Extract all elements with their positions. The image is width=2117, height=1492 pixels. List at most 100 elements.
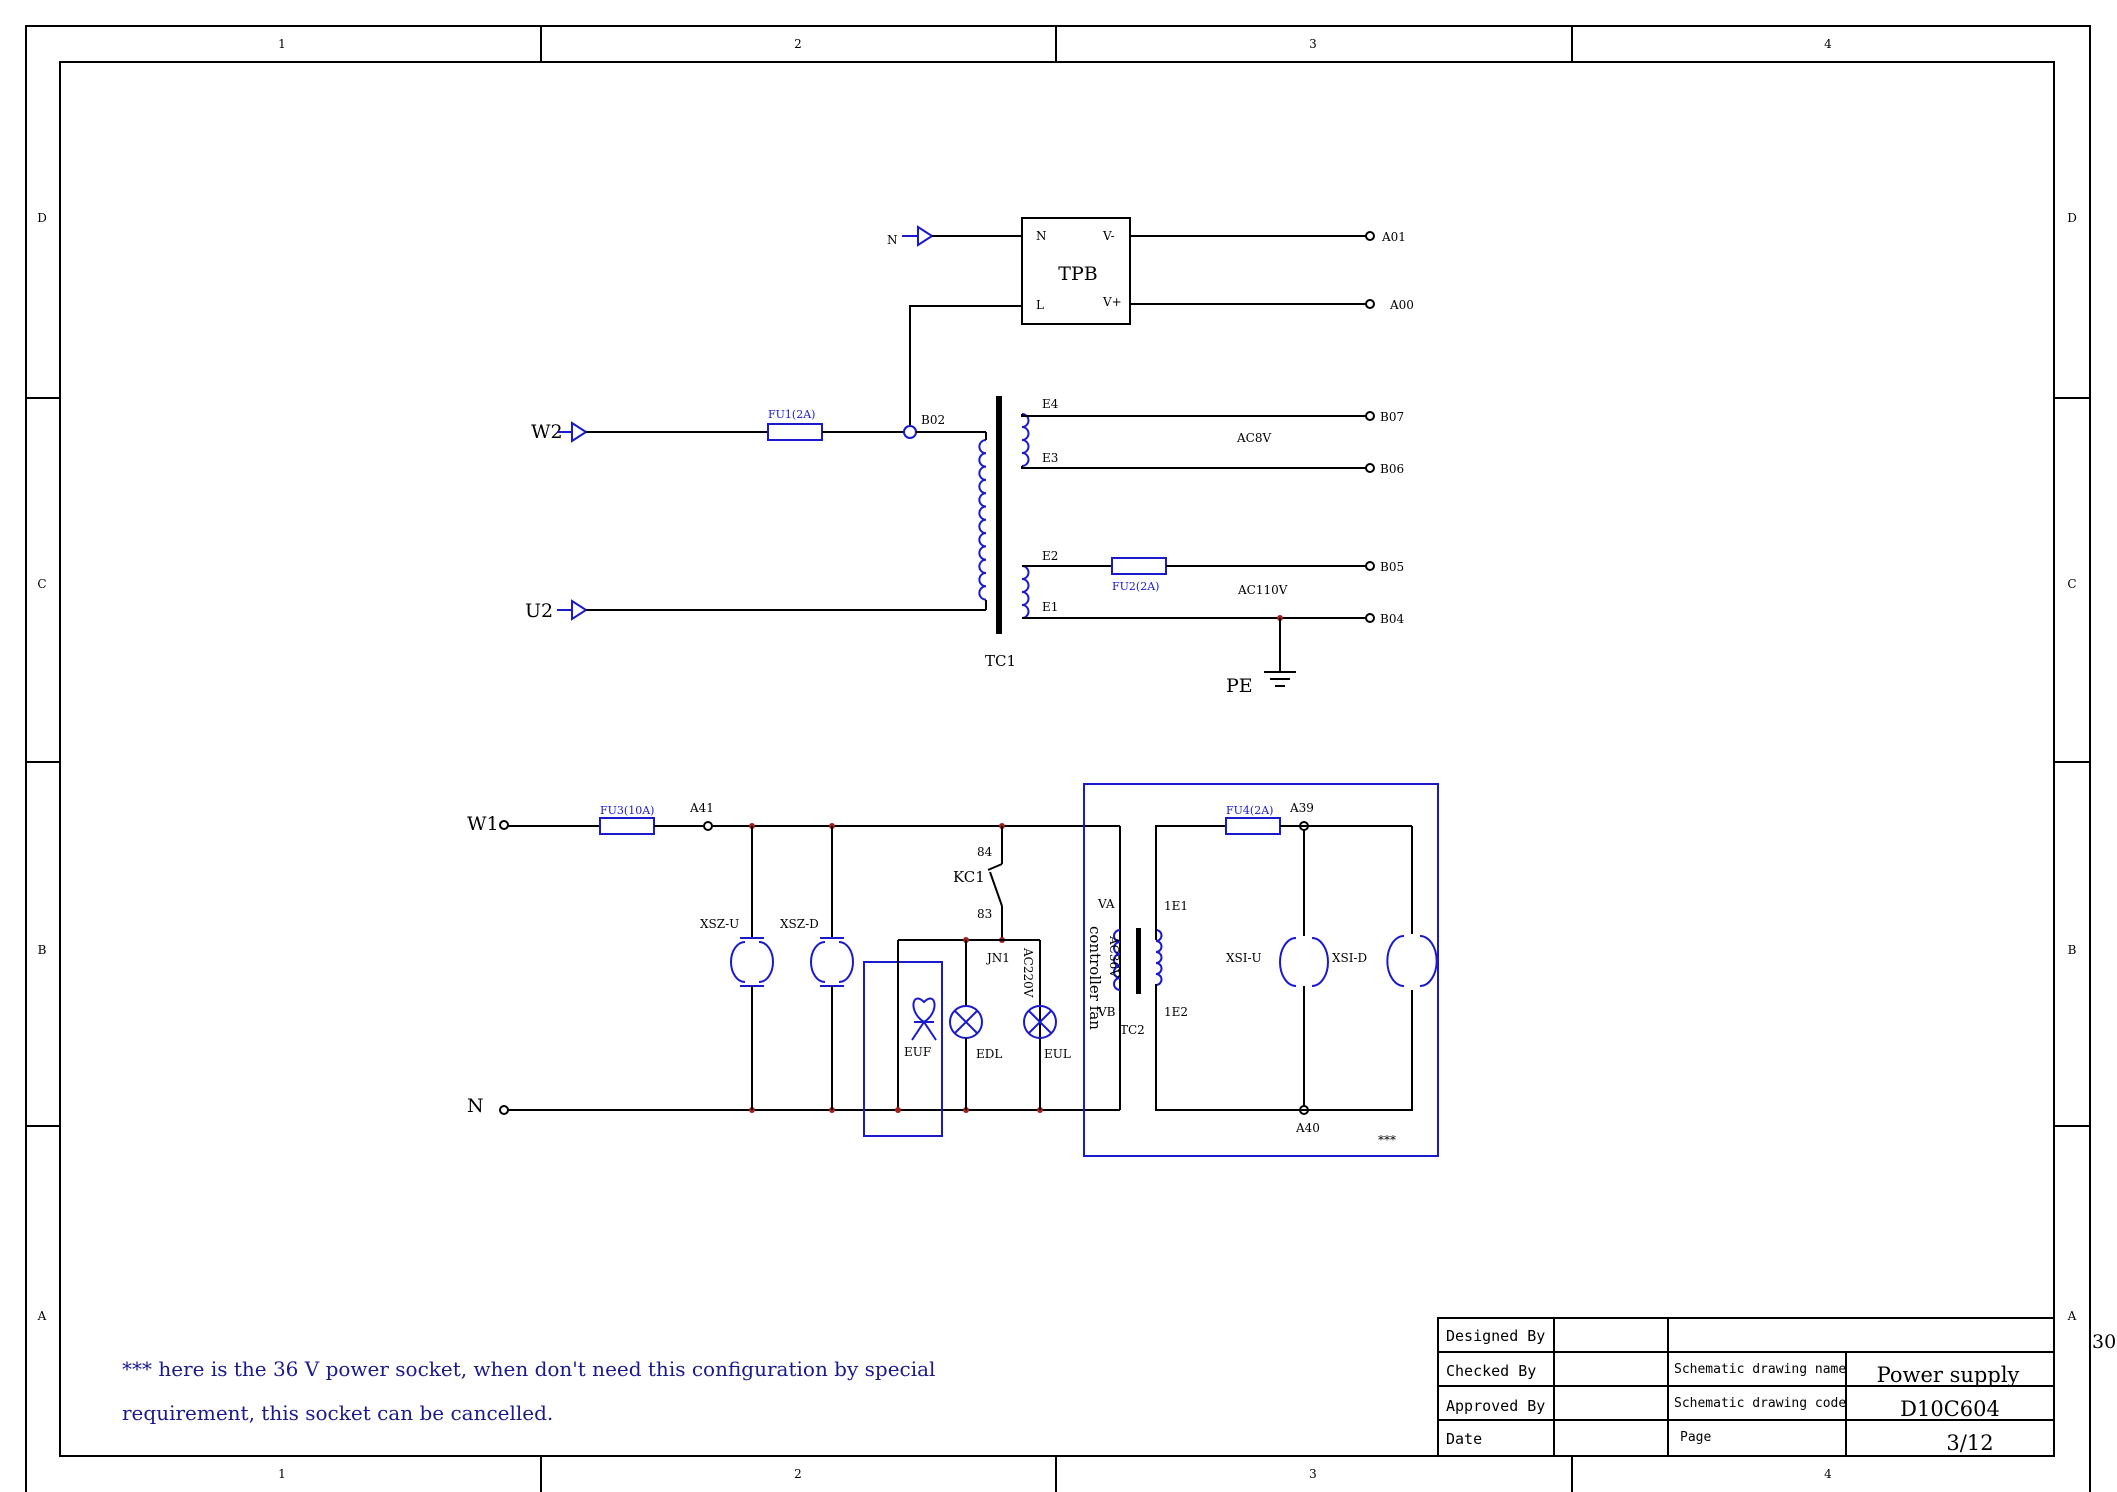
svg-text:XSZ-U: XSZ-U	[700, 917, 739, 931]
svg-text:VB: VB	[1097, 1005, 1116, 1019]
ground-label: PE	[1226, 675, 1253, 697]
svg-text:W2: W2	[531, 421, 563, 443]
designed-by-label: Designed By	[1446, 1327, 1545, 1345]
svg-text:N: N	[887, 233, 898, 247]
column-label: 4	[1824, 37, 1832, 51]
row-label: C	[2067, 577, 2076, 591]
column-labels-bottom: 1 2 3 4	[278, 1467, 1832, 1481]
tpb-name: TPB	[1058, 263, 1097, 285]
terminal-a40: A40	[1295, 1121, 1320, 1135]
arrow-terminal-icon	[571, 421, 588, 443]
schematic-name-label: Schematic drawing name	[1674, 1362, 1846, 1377]
tpb-pin-n: N	[1036, 229, 1047, 243]
row-label: D	[37, 211, 47, 225]
voltage-ac220v: AC220V	[1021, 947, 1035, 998]
lamp-icon	[949, 1005, 983, 1039]
schematic-code-label: Schematic drawing code	[1674, 1396, 1846, 1411]
column-label: 1	[278, 1467, 286, 1481]
screw-terminal-icon	[1365, 231, 1375, 241]
transformer-tc1: TC1 E4 E3 E2 E1	[978, 396, 1059, 670]
svg-text:84: 84	[977, 845, 993, 859]
screw-terminal-icon	[1365, 613, 1375, 623]
svg-text:83: 83	[977, 907, 992, 921]
schematic-name: Power supply	[1877, 1363, 2020, 1387]
svg-text:1E1: 1E1	[1164, 899, 1188, 913]
date-label: Date	[1446, 1430, 1482, 1448]
ground-pe: PE	[1226, 615, 1296, 697]
socket-xsi-u: XSI-U	[1226, 830, 1329, 1106]
column-label: 3	[1309, 37, 1317, 51]
fuse-fu4-label: FU4(2A)	[1226, 804, 1273, 817]
controller-fan-label: controller fan	[1086, 926, 1104, 1030]
page-number: 3/12	[1946, 1431, 1993, 1455]
terminal-b02: B02	[921, 413, 945, 427]
note-line-2: requirement, this socket can be cancelle…	[122, 1401, 553, 1425]
svg-text:1E2: 1E2	[1164, 1005, 1188, 1019]
terminal-a41: A41	[689, 801, 714, 815]
socket-36v-box	[1083, 783, 1439, 1157]
row-label: D	[2067, 211, 2077, 225]
terminal-b05: B05	[1380, 560, 1404, 574]
fuse-fu3	[599, 817, 655, 835]
svg-text:EDL: EDL	[976, 1047, 1002, 1061]
fuse-fu2-label: FU2(2A)	[1112, 580, 1159, 593]
screw-terminal-icon	[1365, 299, 1375, 309]
column-labels-top: 1 2 3 4	[278, 37, 1832, 51]
margin-mark: 30	[2092, 1331, 2116, 1353]
fuse-fu3-label: FU3(10A)	[600, 804, 654, 817]
row-label: A	[37, 1309, 47, 1323]
socket-xsz-u: XSZ-U	[700, 823, 774, 1113]
terminal-w1: W1	[467, 813, 499, 835]
fuse-fu1-label: FU1(2A)	[768, 408, 815, 421]
contact-kc1: 84 KC1 83 JN1	[953, 823, 1010, 965]
terminal-b06: B06	[1380, 462, 1404, 476]
terminal-b04: B04	[1380, 612, 1404, 626]
fan-icon	[911, 997, 937, 1041]
terminal-a39: A39	[1289, 801, 1314, 815]
voltage-ac8v: AC8V	[1236, 431, 1271, 445]
row-labels-left: D C B A	[37, 211, 47, 1323]
row-labels-right: D C B A	[2067, 211, 2077, 1323]
screw-terminal-icon	[1365, 411, 1375, 421]
column-label: 2	[794, 1467, 802, 1481]
tpb-pin-vplus: V+	[1102, 295, 1122, 309]
drawing-frame	[25, 25, 2091, 1492]
page-label: Page	[1680, 1430, 1711, 1445]
column-label: 1	[278, 37, 286, 51]
arrow-terminal-icon	[571, 599, 588, 621]
terminal-n-bottom: N	[467, 1095, 484, 1117]
terminal-b02-icon	[903, 425, 917, 439]
terminal-b07: B07	[1380, 410, 1404, 424]
terminal-a00: A00	[1389, 298, 1414, 312]
tc1-e2: E2	[1042, 549, 1058, 563]
svg-text:XSZ-D: XSZ-D	[780, 917, 819, 931]
row-label: B	[2068, 943, 2077, 957]
svg-text:VA: VA	[1097, 897, 1115, 911]
svg-text:EUF: EUF	[904, 1045, 931, 1059]
schematic-code: D10C604	[1900, 1397, 2000, 1421]
title-block: Designed By Checked By Approved By Date …	[1437, 1317, 2055, 1457]
lamp-edl: EDL	[949, 940, 1002, 1113]
screw-terminal-icon	[499, 820, 509, 830]
screw-terminal-icon	[1365, 561, 1375, 571]
fuse-fu1	[767, 423, 823, 441]
voltage-ac110v: AC110V	[1237, 583, 1288, 597]
socket-note-stars: ***	[1378, 1133, 1396, 1147]
svg-text:XSI-U: XSI-U	[1226, 951, 1262, 965]
fan-euf: EUF	[863, 940, 943, 1137]
row-label: B	[38, 943, 47, 957]
row-label: C	[37, 577, 46, 591]
svg-text:JN1: JN1	[985, 951, 1010, 965]
svg-text:TC2: TC2	[1120, 1023, 1145, 1037]
svg-text:XSI-D: XSI-D	[1332, 951, 1367, 965]
socket-xsz-d: XSZ-D	[780, 823, 854, 1113]
screw-terminal-icon	[703, 821, 713, 831]
fuse-fu4	[1225, 817, 1281, 835]
note-line-1: *** here is the 36 V power socket, when …	[122, 1357, 935, 1381]
terminal-a01: A01	[1381, 230, 1406, 244]
screw-terminal-icon	[499, 1105, 509, 1115]
tc1-e3: E3	[1042, 451, 1058, 465]
checked-by-label: Checked By	[1446, 1362, 1536, 1380]
u2-input: U2	[525, 599, 986, 622]
lamp-eul: EUL	[1023, 1005, 1071, 1113]
